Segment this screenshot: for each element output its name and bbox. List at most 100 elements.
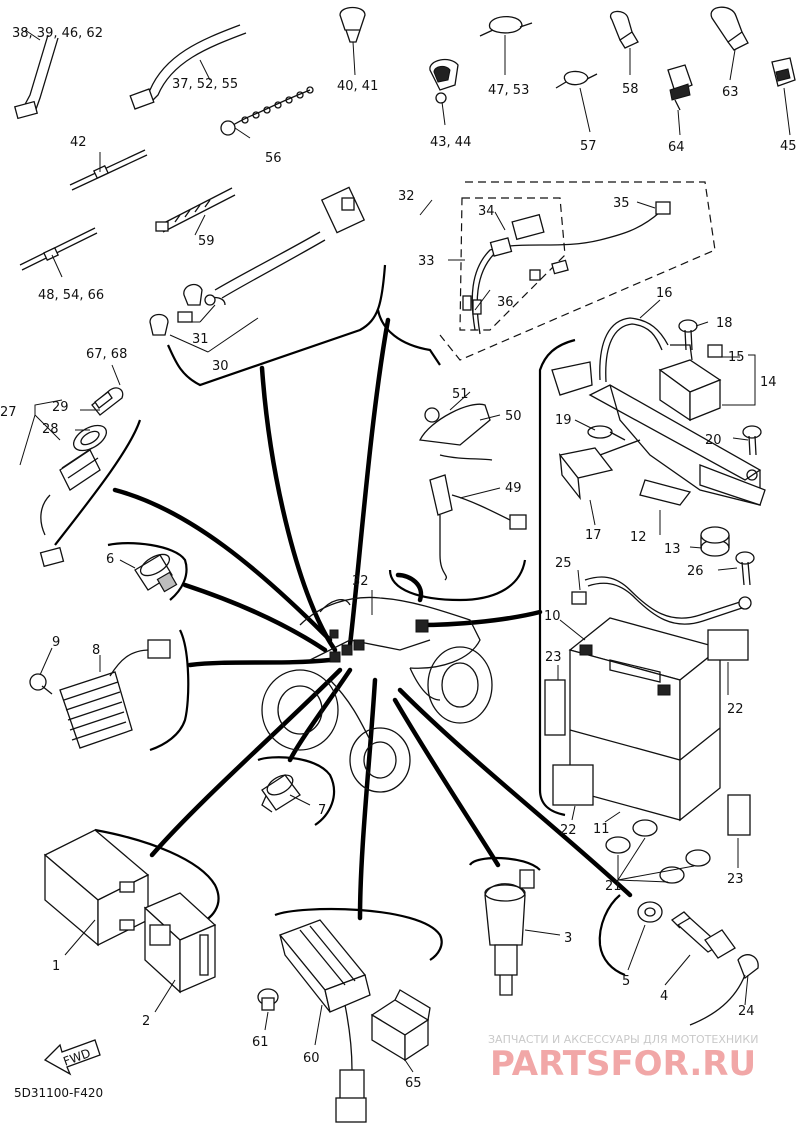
callout-22-right: 22 <box>727 702 744 717</box>
callout-59: 59 <box>198 234 215 249</box>
clamp-40 <box>339 6 366 43</box>
bead-strap-56 <box>220 86 314 136</box>
callout-43: 43, 44 <box>430 135 471 150</box>
callout-63: 63 <box>722 85 739 100</box>
callout-21: 21 <box>605 879 622 894</box>
callout-1: 1 <box>52 959 60 974</box>
cable-tie-48 <box>19 227 98 271</box>
callout-35: 35 <box>613 196 630 211</box>
callout-14: 14 <box>760 375 777 390</box>
holder-64 <box>667 64 693 111</box>
callout-33: 33 <box>418 254 435 269</box>
callout-64: 64 <box>668 140 685 155</box>
fuse-holder-17 <box>558 439 641 501</box>
callout-16: 16 <box>656 286 673 301</box>
atv-outline <box>261 596 493 793</box>
callout-37: 37, 52, 55 <box>172 77 238 92</box>
callout-61: 61 <box>252 1035 269 1050</box>
callout-2: 2 <box>142 1014 150 1029</box>
callout-49: 49 <box>505 481 522 496</box>
ignitor-60 <box>257 919 371 1123</box>
callout-15: 15 <box>728 350 745 365</box>
clip-57 <box>555 70 598 89</box>
wire-harness-group-30 <box>149 186 366 336</box>
spark-plug-4 <box>670 911 736 959</box>
callout-19: 19 <box>555 413 572 428</box>
callout-60: 60 <box>303 1051 320 1066</box>
callout-12: 12 <box>630 530 647 545</box>
callout-5: 5 <box>622 974 630 989</box>
callout-13: 13 <box>664 542 681 557</box>
cover-2 <box>143 892 217 994</box>
callout-67: 67, 68 <box>86 347 127 362</box>
bolt-20 <box>742 425 762 456</box>
callout-8: 8 <box>92 643 100 658</box>
watermark-text: ЗАПЧАСТИ И АКСЕССУАРЫ ДЛЯ МОТОТЕХНИКИ <box>488 1033 758 1046</box>
holder-45 <box>771 57 796 87</box>
callout-29: 29 <box>52 400 69 415</box>
battery-pads-22-23 <box>544 629 751 836</box>
callout-23-left: 23 <box>545 650 562 665</box>
callout-27: 27 <box>0 405 17 420</box>
plug-cap-24 <box>689 954 759 1026</box>
callout-32-top: 32 <box>398 189 415 204</box>
bolt-26 <box>735 551 755 586</box>
rectifier-regulator-8 <box>29 639 171 749</box>
callout-56: 56 <box>265 151 282 166</box>
cable-tie-42 <box>69 149 148 191</box>
cable-tie-38 <box>13 34 59 120</box>
callout-26: 26 <box>687 564 704 579</box>
callout-labels: 38, 39, 46, 62 37, 52, 55 40, 41 47, 53 … <box>0 26 797 1091</box>
fwd-arrow <box>43 1039 101 1076</box>
connector-lines <box>112 317 633 921</box>
washer-5 <box>637 901 663 923</box>
battery-cable-10 <box>571 576 752 625</box>
callout-10: 10 <box>544 609 561 624</box>
callout-40: 40, 41 <box>337 79 378 94</box>
callout-11: 11 <box>593 822 610 837</box>
group-brackets <box>54 264 626 977</box>
callout-32-center: 32 <box>352 574 369 589</box>
callout-28: 28 <box>42 422 59 437</box>
callout-17: 17 <box>585 528 602 543</box>
callout-23-right: 23 <box>727 872 744 887</box>
callout-7: 7 <box>318 803 326 818</box>
callout-48: 48, 54, 66 <box>38 288 104 303</box>
grommet-43 <box>429 58 459 104</box>
sensor-group-49 <box>419 403 527 581</box>
clip-19 <box>587 425 626 441</box>
main-switch-27 <box>39 387 124 568</box>
callout-leaders <box>19 29 791 1073</box>
relay-bracket-12 <box>588 384 766 506</box>
coupler-65 <box>370 989 431 1062</box>
battery-11 <box>568 617 722 822</box>
callout-4: 4 <box>660 989 668 1004</box>
callout-45: 45 <box>780 139 797 154</box>
starter-relay-14 <box>658 344 723 422</box>
watermark-logo: PARTSFOR.RU <box>490 1044 756 1084</box>
callout-3: 3 <box>564 931 572 946</box>
callout-58: 58 <box>622 82 639 97</box>
callout-24: 24 <box>738 1004 755 1019</box>
fwd-label: FWD <box>61 1046 92 1069</box>
callout-36: 36 <box>497 295 514 310</box>
sensor-7 <box>261 774 301 813</box>
cable-tie-59 <box>155 187 236 233</box>
callout-25: 25 <box>555 556 572 571</box>
callout-31: 31 <box>192 332 209 347</box>
callout-51: 51 <box>452 387 469 402</box>
sensor-6 <box>134 553 178 593</box>
callout-18: 18 <box>716 316 733 331</box>
callout-47: 47, 53 <box>488 83 529 98</box>
callout-57: 57 <box>580 139 597 154</box>
clamp-58 <box>609 10 639 49</box>
clip-47 <box>479 16 533 37</box>
callout-34: 34 <box>478 204 495 219</box>
cable-tie-37 <box>129 24 247 110</box>
starter-cable-16 <box>551 317 669 396</box>
damper-13 <box>700 526 730 557</box>
ignition-coil-3 <box>484 869 535 996</box>
clamp-63 <box>710 6 749 51</box>
